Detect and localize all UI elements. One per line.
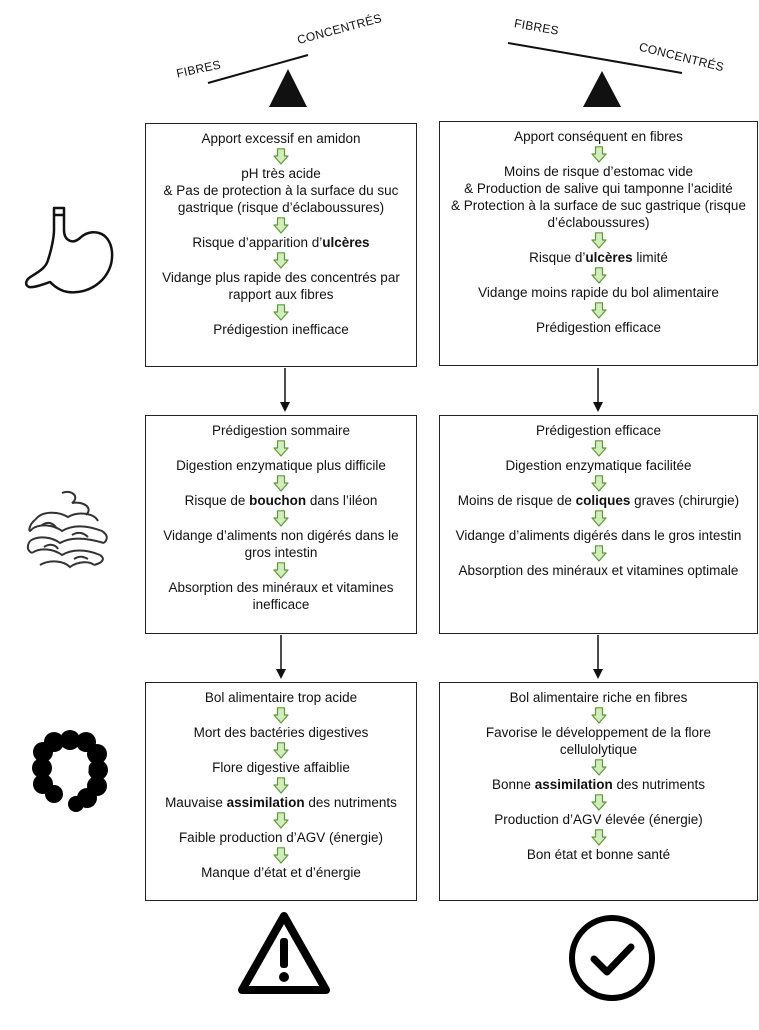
- flow-step: Absorption des minéraux et vitamines ine…: [168, 580, 394, 612]
- flow-step: Vidange plus rapide des concentrés par r…: [162, 270, 400, 302]
- flow-step: Bol alimentaire riche en fibres: [509, 690, 688, 705]
- flow-step: Prédigestion inefficace: [213, 322, 349, 337]
- step-arrow-icon: [590, 302, 607, 319]
- step-text: Bonne: [491, 777, 535, 792]
- flow-step: Apport conséquent en fibres: [514, 129, 683, 144]
- flow-step: Faible production d’AGV (énergie): [178, 830, 384, 845]
- step-arrow-icon: [590, 510, 607, 527]
- check-circle-icon: [569, 915, 655, 1001]
- step-arrow-icon: [273, 304, 289, 321]
- step-arrow-icon: [590, 440, 607, 457]
- flow-step: Apport excessif en amidon: [201, 131, 361, 146]
- step-arrow-icon: [590, 707, 607, 724]
- step-text: dans l’iléon: [306, 493, 378, 508]
- step-arrow-icon: [273, 475, 289, 492]
- box-left-stomach: Apport excessif en amidon pH très acide& …: [145, 123, 417, 367]
- step-arrow-icon: [590, 545, 607, 562]
- balance-left-icon: [207, 54, 309, 107]
- step-text: Moins de risque de: [457, 493, 576, 508]
- flow-step: Production d’AGV élevée (énergie): [494, 812, 703, 827]
- flow-step: Mort des bactéries digestives: [193, 725, 369, 740]
- step-arrow-icon: [590, 829, 607, 846]
- step-arrow-icon: [273, 440, 289, 457]
- step-arrow-icon: [273, 777, 289, 794]
- flow-step: Flore digestive affaiblie: [212, 760, 350, 775]
- step-arrow-icon: [590, 794, 607, 811]
- flow-step: Risque de bouchon dans l’iléon: [146, 492, 416, 509]
- step-text: limité: [632, 250, 668, 265]
- flow-step: Bonne assimilation des nutriments: [440, 776, 757, 793]
- flow-step: Risque d’apparition d’ulcères: [146, 234, 416, 251]
- step-arrow-icon: [590, 232, 607, 249]
- step-arrow-icon: [590, 146, 607, 163]
- step-keyword: ulcères: [585, 250, 633, 265]
- step-keyword: assimilation: [534, 777, 613, 792]
- warning-icon: [238, 912, 330, 994]
- step-arrow-icon: [273, 252, 289, 269]
- step-arrow-icon: [273, 148, 289, 165]
- flow-step: pH très acide& Pas de protection à la su…: [163, 166, 399, 215]
- step-text: Risque d’: [529, 250, 586, 265]
- step-keyword: coliques: [575, 493, 631, 508]
- step-arrow-icon: [273, 707, 289, 724]
- flow-step: Bol alimentaire trop acide: [204, 690, 358, 705]
- step-arrow-icon: [273, 812, 289, 829]
- step-text: des nutriments: [304, 795, 397, 810]
- flow-step: Absorption des minéraux et vitamines opt…: [458, 563, 739, 578]
- stomach-icon: [24, 206, 114, 294]
- balance-left-label-concentres: CONCENTRÉS: [295, 10, 384, 48]
- flow-step: Bon état et bonne santé: [526, 847, 671, 862]
- flow-step: Vidange moins rapide du bol alimentaire: [478, 285, 719, 300]
- connector-arrow-left-1: [280, 368, 290, 412]
- flow-step: Digestion enzymatique plus difficile: [176, 458, 386, 473]
- step-arrow-icon: [590, 759, 607, 776]
- step-text: Mauvaise: [165, 795, 227, 810]
- step-keyword: bouchon: [249, 493, 307, 508]
- flow-step: Vidange d’aliments non digérés dans le g…: [163, 528, 399, 560]
- step-keyword: assimilation: [226, 795, 305, 810]
- step-arrow-icon: [273, 847, 289, 864]
- step-text: des nutriments: [612, 777, 706, 792]
- step-arrow-icon: [273, 217, 289, 234]
- small-intestine-icon: [26, 491, 108, 569]
- flow-step: Risque d’ulcères limité: [440, 249, 757, 266]
- step-arrow-icon: [273, 562, 289, 579]
- flow-step: Prédigestion efficace: [535, 320, 662, 335]
- flow-step: Prédigestion efficace: [535, 423, 662, 438]
- step-text: graves (chirurgie): [630, 493, 740, 508]
- flow-step: Mauvaise assimilation des nutriments: [146, 794, 416, 811]
- flow-step: Vidange d’aliments digérés dans le gros …: [455, 528, 742, 543]
- step-keyword: ulcères: [322, 235, 370, 250]
- balance-right-icon: [507, 42, 683, 107]
- step-arrow-icon: [273, 510, 289, 527]
- flow-step: Manque d’état et d’énergie: [201, 865, 361, 880]
- step-arrow-icon: [273, 742, 289, 759]
- connector-arrow-right-2: [593, 635, 603, 679]
- flow-step: Moins de risque de coliques graves (chir…: [440, 492, 757, 509]
- flow-step: Moins de risque d’estomac vide& Producti…: [451, 164, 746, 230]
- flow-step: Prédigestion sommaire: [211, 423, 351, 438]
- step-arrow-icon: [590, 475, 607, 492]
- step-text: Risque d’apparition d’: [192, 235, 323, 250]
- connector-arrow-right-1: [593, 368, 603, 412]
- step-arrow-icon: [590, 267, 607, 284]
- flow-step: Digestion enzymatique facilitée: [505, 458, 692, 473]
- connector-arrow-left-2: [276, 635, 286, 679]
- step-text: Risque de: [184, 493, 250, 508]
- flow-step: Favorise le développement de la flore ce…: [485, 725, 712, 757]
- large-intestine-icon: [32, 730, 108, 812]
